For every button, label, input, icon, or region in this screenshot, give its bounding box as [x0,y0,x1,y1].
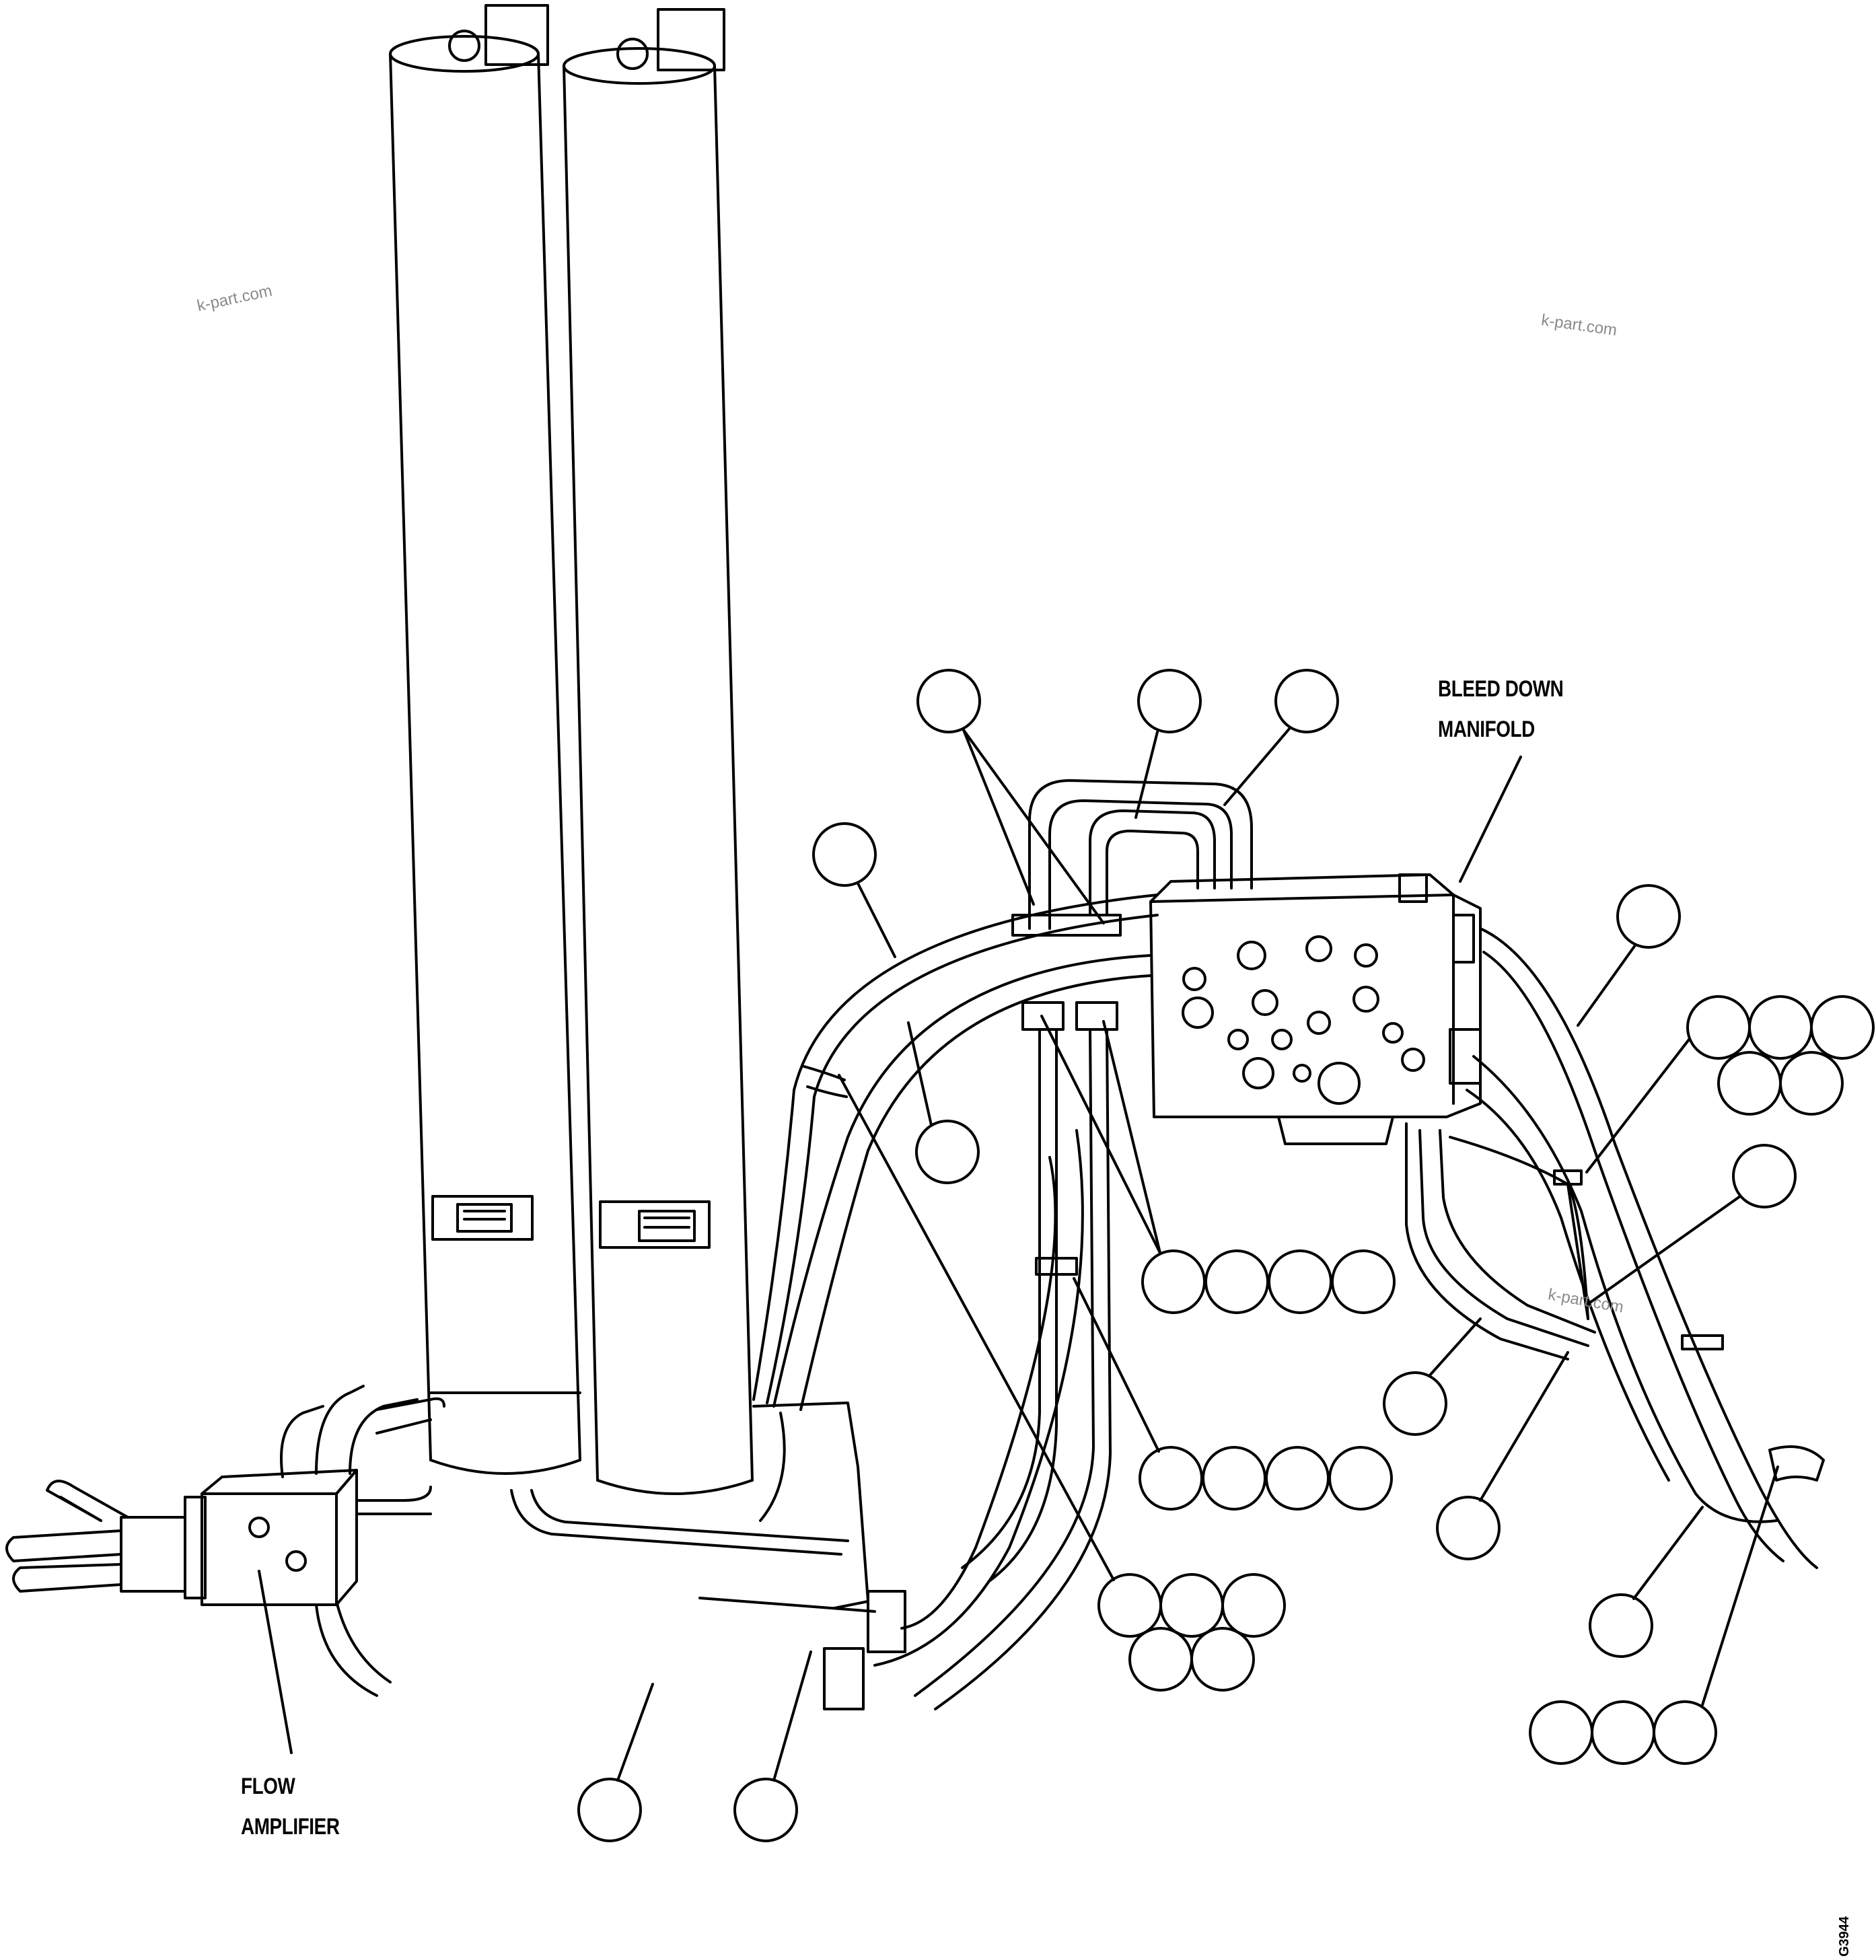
callout-circle-13d [1128,1627,1193,1692]
vertical-hoses [914,1001,1118,1710]
callout-circle-15a [1529,1700,1593,1765]
callout-circle-7a [1686,995,1751,1060]
bleed-down-manifold-label-line2: MANIFOLD [1438,717,1535,742]
callout-circle-11d [1328,1446,1393,1511]
callout-circle-8 [1732,1144,1797,1208]
figure-number: G3944 [1837,1916,1852,1957]
left-hoses [752,894,1159,1411]
callout-circle-3 [1274,669,1339,733]
callout-circle-9c [1268,1249,1332,1314]
flow-amplifier [5,1385,445,1697]
callout-circle-10 [1383,1371,1447,1436]
callout-circle-16 [577,1778,642,1842]
callout-circle-5 [915,1120,980,1184]
callout-circle-12 [1436,1496,1501,1560]
base-bracket [698,1402,906,1710]
callout-circle-7b [1748,995,1813,1060]
callout-circle-11a [1139,1446,1203,1511]
callout-circle-13a [1097,1573,1162,1638]
right-hoses [1405,927,1825,1569]
callout-circle-9d [1331,1249,1396,1314]
callout-circle-7e [1779,1051,1844,1116]
flow-amplifier-label-line2: AMPLIFIER [241,1814,340,1840]
callout-circle-15c [1653,1700,1717,1765]
callout-circle-11c [1265,1446,1330,1511]
callout-circles [577,669,1875,1842]
callout-circle-1 [916,669,981,733]
flow-amplifier-label-line1: FLOW [241,1774,295,1799]
callout-circle-15b [1591,1700,1655,1765]
callout-circle-13c [1221,1573,1286,1638]
cylinder-left [389,4,581,1475]
callout-circle-9b [1204,1249,1269,1314]
callout-circle-9a [1141,1249,1206,1314]
callout-circle-7d [1717,1051,1782,1116]
callout-circle-13e [1190,1627,1255,1692]
callout-circle-4 [812,822,877,887]
callout-circle-11b [1202,1446,1266,1511]
leader-lines [258,727,1779,1782]
callout-circle-7c [1810,995,1875,1060]
lower-tubes [510,1129,1084,1667]
callout-circle-2 [1137,669,1202,733]
top-loops [1011,779,1253,937]
cylinder-right [563,8,754,1495]
bleed-down-manifold-label-line1: BLEED DOWN [1438,676,1564,702]
callout-circle-14 [1589,1593,1653,1658]
callout-circle-17 [733,1778,798,1842]
callout-circle-6 [1616,884,1681,949]
bleed-down-manifold [1149,873,1482,1145]
callout-circle-13b [1159,1573,1224,1638]
